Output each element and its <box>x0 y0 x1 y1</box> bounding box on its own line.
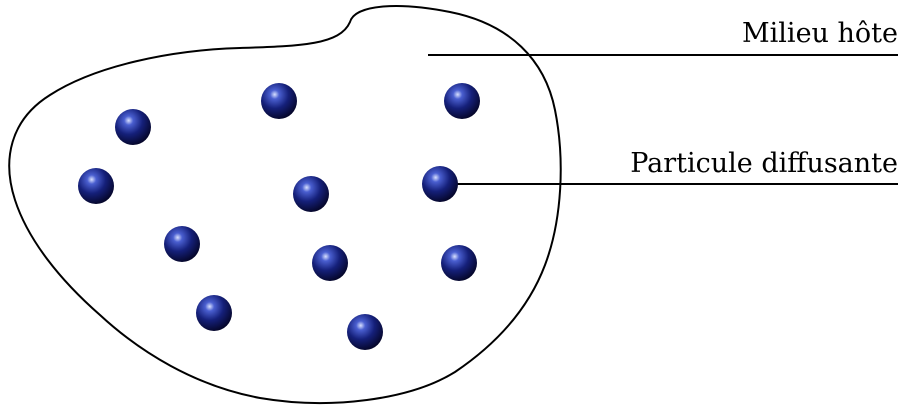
particle-sphere <box>441 245 477 281</box>
particle-sphere <box>422 166 458 202</box>
particle-sphere <box>293 176 329 212</box>
particle-sphere <box>312 245 348 281</box>
particle-sphere <box>261 83 297 119</box>
host-medium-outline <box>9 6 560 403</box>
scatterer-label: Particule diffusante <box>630 148 898 179</box>
particle-sphere <box>164 226 200 262</box>
particle-sphere <box>196 295 232 331</box>
particle-sphere <box>347 314 383 350</box>
particle-sphere <box>444 83 480 119</box>
host-medium-label: Milieu hôte <box>742 18 898 49</box>
particle-sphere <box>78 168 114 204</box>
particle-sphere <box>115 109 151 145</box>
